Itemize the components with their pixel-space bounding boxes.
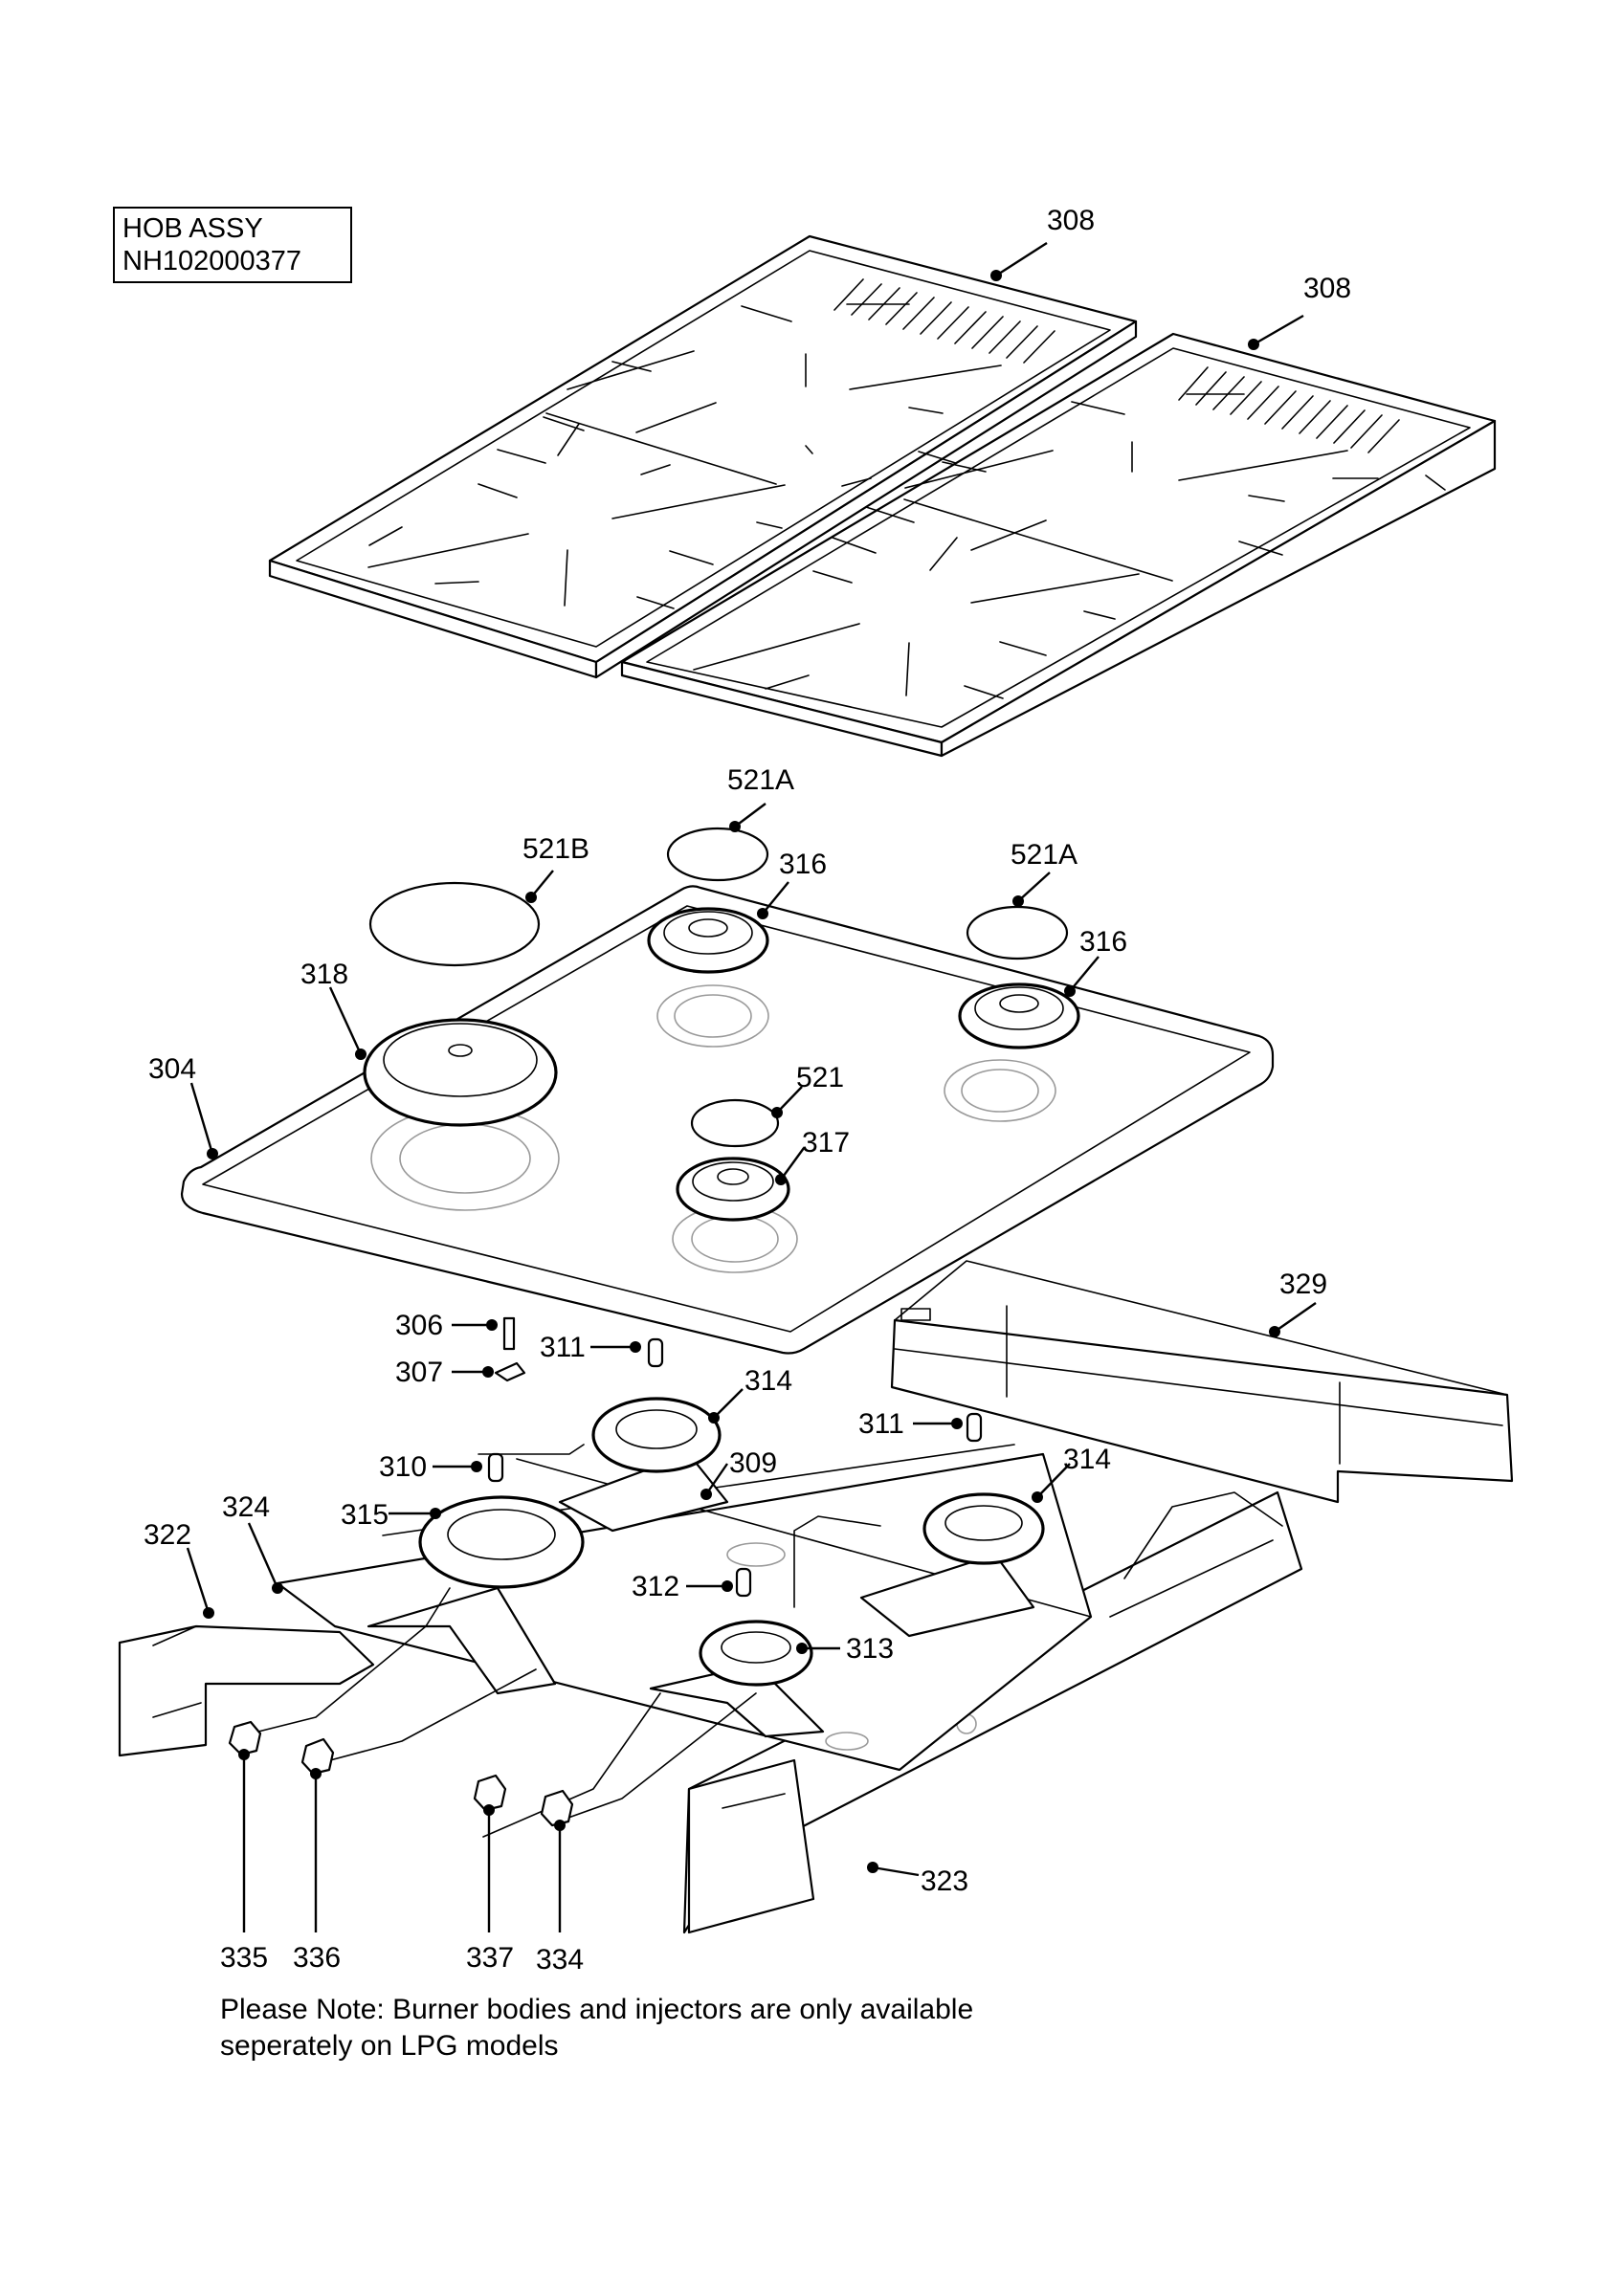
callout-324: 324 bbox=[222, 1491, 283, 1594]
burner-body-314-left bbox=[558, 1397, 729, 1533]
callout-311-left: 311 bbox=[540, 1332, 641, 1363]
callout-309: 309 bbox=[700, 1447, 777, 1500]
callout-306: 306 bbox=[395, 1310, 498, 1341]
svg-text:322: 322 bbox=[144, 1519, 191, 1551]
electrode-clip-307 bbox=[494, 1361, 526, 1382]
svg-text:310: 310 bbox=[379, 1451, 427, 1483]
callout-307: 307 bbox=[395, 1357, 494, 1388]
burner-head-318 bbox=[363, 1018, 558, 1127]
gas-valve-335 bbox=[228, 1720, 262, 1756]
svg-text:337: 337 bbox=[466, 1942, 514, 1974]
burner-cap-521 bbox=[690, 1098, 780, 1148]
injector-311-right bbox=[966, 1412, 983, 1443]
svg-text:324: 324 bbox=[222, 1491, 270, 1523]
injector-310 bbox=[487, 1452, 504, 1483]
callout-317: 317 bbox=[775, 1127, 850, 1185]
svg-text:521A: 521A bbox=[727, 764, 794, 796]
callout-314-left: 314 bbox=[708, 1365, 792, 1424]
svg-text:323: 323 bbox=[921, 1866, 968, 1897]
burner-head-317 bbox=[676, 1157, 790, 1222]
burner-head-316-left bbox=[647, 907, 769, 974]
assembly-part-number: NH102000377 bbox=[122, 246, 302, 276]
svg-text:521B: 521B bbox=[522, 833, 589, 865]
callout-521A-right: 521A bbox=[1011, 839, 1078, 907]
callout-304: 304 bbox=[148, 1053, 218, 1159]
svg-text:311: 311 bbox=[540, 1332, 586, 1363]
callout-316-left: 316 bbox=[757, 849, 827, 919]
note-line-2: seperately on LPG models bbox=[220, 2030, 559, 2062]
burner-cap-521A-right bbox=[966, 905, 1069, 960]
svg-text:309: 309 bbox=[729, 1447, 777, 1479]
svg-text:313: 313 bbox=[846, 1633, 894, 1665]
note-line-1: Please Note: Burner bodies and injectors… bbox=[220, 1994, 974, 2025]
svg-text:334: 334 bbox=[536, 1944, 584, 1976]
svg-text:318: 318 bbox=[300, 959, 348, 990]
callout-334: 334 bbox=[536, 1820, 584, 1976]
svg-text:311: 311 bbox=[858, 1408, 904, 1440]
svg-text:521A: 521A bbox=[1011, 839, 1078, 871]
callout-313: 313 bbox=[796, 1633, 894, 1665]
gas-tubes bbox=[250, 1444, 881, 1838]
title-box: HOB ASSY NH102000377 bbox=[113, 207, 352, 283]
gas-valve-334 bbox=[540, 1789, 574, 1827]
injector-312 bbox=[735, 1567, 752, 1598]
callout-521A-top: 521A bbox=[727, 764, 794, 832]
chassis-frame bbox=[682, 1490, 1303, 1934]
callout-314-right: 314 bbox=[1032, 1444, 1111, 1503]
svg-text:307: 307 bbox=[395, 1357, 443, 1388]
pan-support-right-ribs bbox=[1178, 366, 1400, 453]
burner-body-313 bbox=[649, 1620, 825, 1738]
burner-cap-521B bbox=[368, 881, 541, 967]
svg-text:308: 308 bbox=[1303, 273, 1351, 304]
gas-valve-337 bbox=[473, 1774, 507, 1812]
svg-text:314: 314 bbox=[744, 1365, 792, 1397]
callout-312: 312 bbox=[632, 1571, 733, 1602]
callout-323: 323 bbox=[867, 1862, 968, 1897]
callout-335: 335 bbox=[220, 1749, 268, 1974]
burner-cap-521A-top bbox=[666, 827, 769, 882]
callout-315: 315 bbox=[341, 1499, 441, 1531]
callout-310: 310 bbox=[379, 1451, 482, 1483]
gas-valve-336 bbox=[300, 1737, 335, 1776]
electrode-306 bbox=[502, 1316, 516, 1351]
svg-text:306: 306 bbox=[395, 1310, 443, 1341]
burner-box-rail bbox=[890, 1260, 1514, 1504]
callout-322: 322 bbox=[144, 1519, 214, 1619]
burner-head-316-right bbox=[958, 982, 1080, 1049]
svg-text:316: 316 bbox=[779, 849, 827, 880]
callout-318: 318 bbox=[300, 959, 367, 1060]
pan-support-left bbox=[268, 234, 1138, 679]
svg-text:315: 315 bbox=[341, 1499, 389, 1531]
pan-support-right bbox=[620, 332, 1497, 758]
svg-text:316: 316 bbox=[1079, 926, 1127, 958]
svg-text:521: 521 bbox=[796, 1062, 844, 1093]
callout-316-right: 316 bbox=[1064, 926, 1127, 997]
assembly-name: HOB ASSY bbox=[122, 213, 263, 244]
pan-support-left-ribs bbox=[833, 278, 1055, 364]
callout-308b: 308 bbox=[1248, 273, 1351, 350]
availability-note: Please Note: Burner bodies and injectors… bbox=[220, 1992, 1177, 2064]
callout-329: 329 bbox=[1269, 1269, 1327, 1337]
callout-521B: 521B bbox=[522, 833, 589, 903]
callout-521: 521 bbox=[771, 1062, 844, 1118]
svg-text:317: 317 bbox=[802, 1127, 850, 1159]
injector-311-left bbox=[647, 1337, 664, 1368]
svg-text:329: 329 bbox=[1279, 1269, 1327, 1300]
svg-text:312: 312 bbox=[632, 1571, 679, 1602]
callout-337: 337 bbox=[466, 1804, 514, 1974]
svg-text:336: 336 bbox=[293, 1942, 341, 1974]
svg-text:304: 304 bbox=[148, 1053, 196, 1085]
svg-text:314: 314 bbox=[1063, 1444, 1111, 1475]
callout-311-right: 311 bbox=[858, 1408, 963, 1440]
callout-308a: 308 bbox=[990, 205, 1095, 281]
svg-text:308: 308 bbox=[1047, 205, 1095, 236]
burner-body-314-right bbox=[859, 1492, 1045, 1638]
callout-336: 336 bbox=[293, 1768, 341, 1974]
svg-text:335: 335 bbox=[220, 1942, 268, 1974]
side-bracket bbox=[118, 1624, 375, 1757]
burner-body-315 bbox=[367, 1495, 585, 1695]
